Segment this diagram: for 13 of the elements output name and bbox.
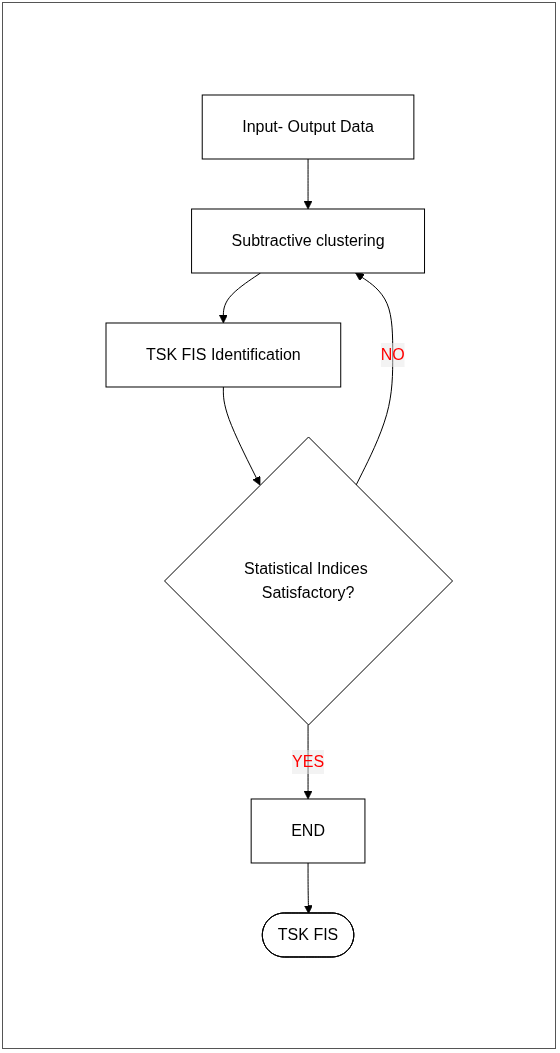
arrow (222, 386, 261, 485)
node-box: END (250, 798, 366, 863)
node-box: Subtractive clustering (190, 208, 425, 273)
edge-label: NO (380, 345, 405, 363)
node-diamond: Statistical Indices Satisfactory? (163, 436, 453, 725)
arrow (354, 272, 393, 486)
node-box: TSK FIS Identification (105, 322, 341, 387)
arrow (218, 272, 261, 323)
node-box: Input- Output Data (201, 94, 415, 159)
arrow (303, 158, 313, 209)
arrow (303, 724, 313, 799)
edge-label: YES (291, 752, 324, 770)
arrow (303, 862, 313, 914)
